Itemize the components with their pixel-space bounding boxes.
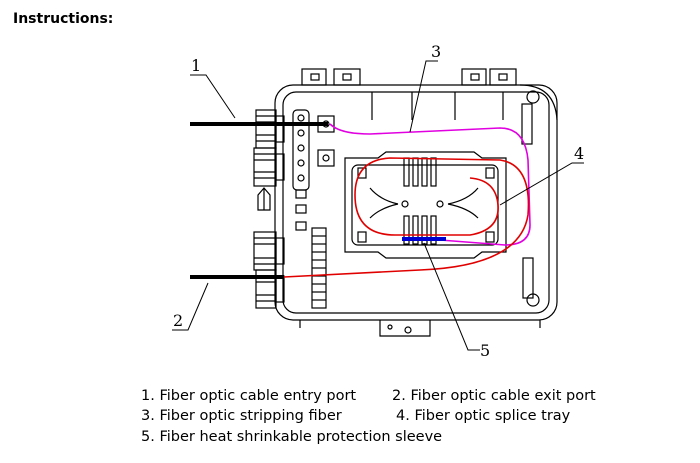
cable-glands (253, 109, 285, 309)
legend-item-4: 4. Fiber optic splice tray (396, 408, 571, 424)
legend-item-5: 5. Fiber heat shrinkable protection slee… (141, 429, 443, 445)
adapter-strip (311, 227, 327, 309)
leader-2 (172, 282, 209, 331)
top-latches (301, 68, 517, 86)
leader-4 (499, 162, 584, 206)
leader-1 (190, 74, 236, 119)
callout-4: 4 (574, 144, 584, 163)
protection-sleeve (402, 237, 446, 241)
legend-item-1: 1. Fiber optic cable entry port (141, 388, 357, 404)
enclosure-body (274, 84, 558, 321)
bottom-mounting-tab (299, 320, 541, 337)
leader-3 (409, 60, 438, 133)
leader-5 (423, 242, 480, 351)
stripping-fiber (329, 123, 531, 246)
callout-3: 3 (431, 42, 441, 61)
legend-item-3: 3. Fiber optic stripping fiber (141, 408, 342, 424)
fiber-loop (283, 157, 530, 278)
callout-2: 2 (173, 311, 183, 330)
internal-brackets (292, 109, 335, 231)
instructions-title: Instructions: (13, 11, 114, 27)
callout-5: 5 (480, 341, 490, 360)
callout-1: 1 (191, 56, 201, 75)
splice-tray (344, 151, 507, 259)
legend-item-2: 2. Fiber optic cable exit port (392, 388, 596, 404)
